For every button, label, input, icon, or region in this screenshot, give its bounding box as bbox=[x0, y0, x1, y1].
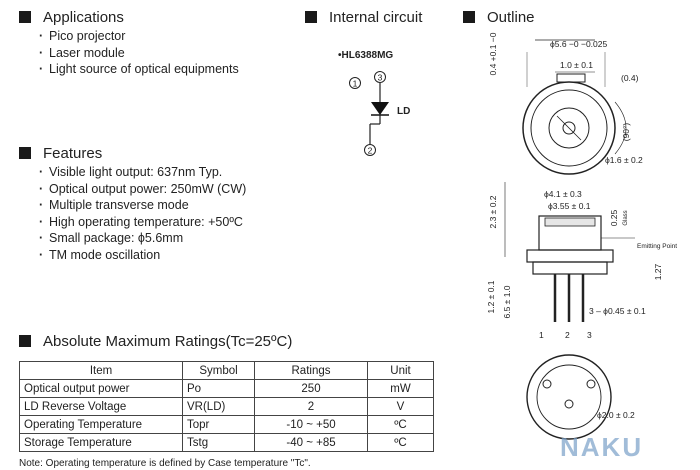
table-row: Storage Temperature Tstg -40 ~ +85 ºC bbox=[19, 433, 434, 452]
internal-circuit-diagram: •HL6388MG 1 3 LD 2 bbox=[338, 50, 410, 156]
col-ratings: Ratings bbox=[254, 361, 368, 380]
ld-label: LD bbox=[397, 106, 410, 117]
naku-watermark: NAKU bbox=[560, 432, 644, 462]
table-row: LD Reverse Voltage VR(LD) 2 V bbox=[19, 397, 434, 416]
bullet-square-icon bbox=[19, 11, 31, 23]
applications-list: Pico projector Laser module Light source… bbox=[19, 28, 239, 78]
svg-text:2: 2 bbox=[368, 146, 373, 156]
table-row: Optical output power Po 250 mW bbox=[19, 379, 434, 398]
applications-section: Applications Pico projector Laser module… bbox=[19, 9, 239, 78]
table-row: Operating Temperature Topr -10 ~ +50 ºC bbox=[19, 415, 434, 434]
svg-text:Emitting Point: Emitting Point bbox=[637, 243, 677, 250]
svg-text:1.2 ± 0.1: 1.2 ± 0.1 bbox=[486, 280, 496, 313]
pin-1-marker bbox=[349, 77, 361, 89]
table-header-row: Item Symbol Ratings Unit bbox=[19, 361, 434, 380]
bottom-view: ϕ2.0 ± 0.2 bbox=[526, 354, 635, 440]
col-item: Item bbox=[19, 361, 183, 380]
svg-text:ϕ2.0 ± 0.2: ϕ2.0 ± 0.2 bbox=[597, 410, 635, 420]
pin-2-marker bbox=[364, 144, 376, 156]
svg-text:0.25: 0.25 bbox=[609, 209, 619, 226]
ratings-table: Item Symbol Ratings Unit Optical output … bbox=[19, 361, 434, 452]
internal-circuit-heading: Internal circuit bbox=[305, 9, 422, 26]
outline-heading: Outline bbox=[463, 9, 535, 26]
ratings-heading: Absolute Maximum Ratings(Tc=25ºC) bbox=[19, 333, 292, 350]
list-item: Pico projector bbox=[19, 28, 239, 45]
svg-text:3: 3 bbox=[378, 73, 383, 83]
svg-text:0.4 +0.1 −0: 0.4 +0.1 −0 bbox=[488, 32, 498, 75]
list-item: Multiple transverse mode bbox=[19, 197, 246, 214]
svg-text:ϕ3.55 ± 0.1: ϕ3.55 ± 0.1 bbox=[548, 201, 591, 211]
list-item: TM mode oscillation bbox=[19, 247, 246, 264]
list-item: High operating temperature: +50ºC bbox=[19, 214, 246, 231]
svg-text:1.0 ± 0.1: 1.0 ± 0.1 bbox=[560, 60, 593, 70]
bullet-square-icon bbox=[19, 147, 31, 159]
svg-text:1: 1 bbox=[539, 330, 544, 340]
bullet-square-icon bbox=[463, 11, 475, 23]
features-heading: Features bbox=[19, 145, 246, 162]
outline-drawing: 0.4 +0.1 −0 ϕ5.6 −0 −0.025 1.0 ± 0.1 (0.… bbox=[486, 32, 677, 440]
features-section: Features Visible light output: 637nm Typ… bbox=[19, 145, 246, 263]
svg-text:2: 2 bbox=[565, 330, 570, 340]
svg-text:ϕ4.1 ± 0.3: ϕ4.1 ± 0.3 bbox=[544, 189, 582, 199]
svg-text:ϕ5.6 −0 −0.025: ϕ5.6 −0 −0.025 bbox=[550, 39, 607, 49]
svg-text:2.3 ± 0.2: 2.3 ± 0.2 bbox=[488, 195, 498, 228]
list-item: Visible light output: 637nm Typ. bbox=[19, 164, 246, 181]
list-item: Light source of optical equipments bbox=[19, 61, 239, 78]
svg-text:1: 1 bbox=[353, 79, 358, 89]
bullet-square-icon bbox=[19, 335, 31, 347]
list-item: Optical output power: 250mW (CW) bbox=[19, 181, 246, 198]
features-list: Visible light output: 637nm Typ. Optical… bbox=[19, 164, 246, 263]
col-symbol: Symbol bbox=[182, 361, 255, 380]
pin-3-marker bbox=[374, 71, 386, 83]
top-view: 0.4 +0.1 −0 ϕ5.6 −0 −0.025 1.0 ± 0.1 (0.… bbox=[488, 32, 643, 175]
col-unit: Unit bbox=[367, 361, 434, 380]
svg-text:3 – ϕ0.45 ± 0.1: 3 – ϕ0.45 ± 0.1 bbox=[589, 306, 646, 316]
svg-text:1.27: 1.27 bbox=[653, 263, 663, 280]
list-item: Small package: ϕ5.6mm bbox=[19, 230, 246, 247]
applications-heading: Applications bbox=[19, 9, 239, 26]
svg-text:6.5 ± 1.0: 6.5 ± 1.0 bbox=[502, 285, 512, 318]
list-item: Laser module bbox=[19, 45, 239, 62]
ratings-note: Note: Operating temperature is defined b… bbox=[19, 458, 311, 469]
svg-text:3: 3 bbox=[587, 330, 592, 340]
svg-text:ϕ1.6 ± 0.2: ϕ1.6 ± 0.2 bbox=[605, 155, 643, 165]
svg-text:Glass: Glass bbox=[623, 210, 629, 225]
model-label: •HL6388MG bbox=[338, 50, 393, 61]
laser-diode-icon bbox=[371, 102, 389, 115]
svg-text:(0.4): (0.4) bbox=[621, 73, 639, 83]
bullet-square-icon bbox=[305, 11, 317, 23]
side-view: 2.3 ± 0.2 ϕ4.1 ± 0.3 ϕ3.55 ± 0.1 0.25 Gl… bbox=[486, 182, 677, 340]
